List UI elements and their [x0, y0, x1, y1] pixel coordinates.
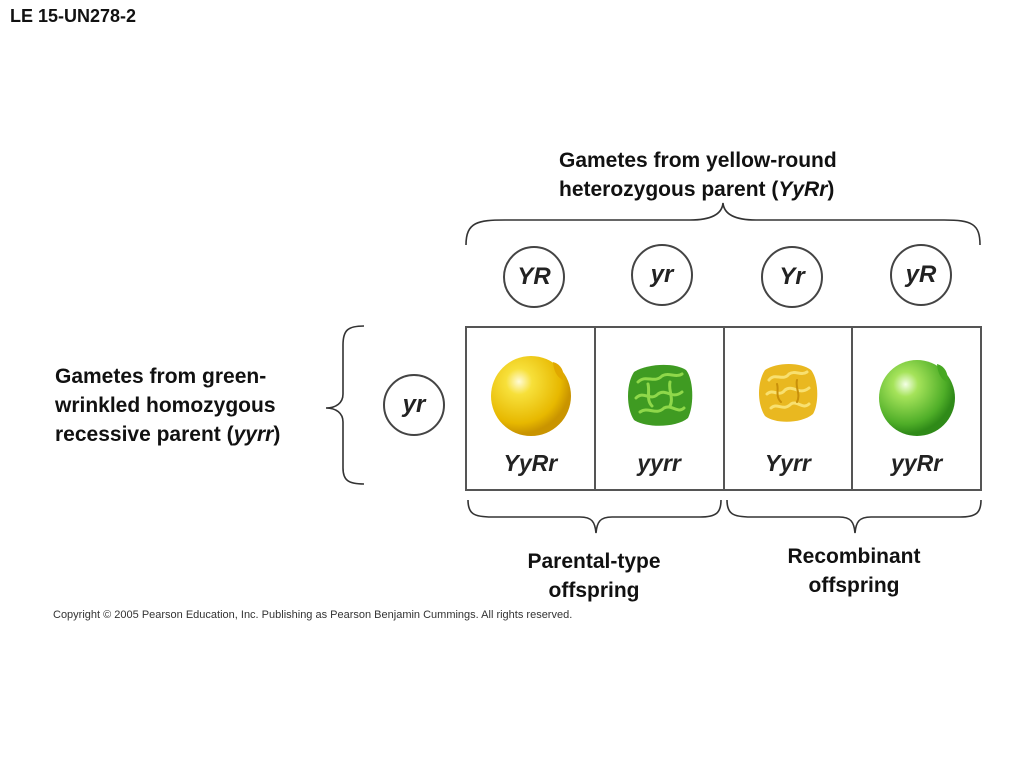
genotype-label: Yyrr	[764, 450, 811, 476]
gamete-YR: YR	[503, 246, 565, 308]
genotype-label: yyrr	[637, 450, 681, 476]
offspring-cell-yyrr: yyrr	[596, 328, 725, 489]
yellow-wrinkled-pea-icon	[758, 364, 817, 422]
top-heading-line1: Gametes from yellow-round	[559, 149, 837, 172]
punnett-square-row: YyRr yyrr Yyrr	[465, 326, 982, 491]
recombinant-label: Recombinant offspring	[787, 545, 921, 597]
left-heading-line3: recessive parent (yyrr)	[55, 423, 281, 446]
green-wrinkled-pea-icon	[627, 364, 693, 426]
gamete-yR: yR	[890, 244, 952, 306]
top-brace	[465, 202, 981, 246]
left-brace	[325, 325, 365, 485]
left-parent-heading: Gametes from green- wrinkled homozygous …	[55, 362, 280, 449]
offspring-cell-yyRr: yyRr	[853, 328, 980, 489]
parental-brace	[467, 499, 722, 534]
top-parent-heading: Gametes from yellow-round heterozygous p…	[559, 146, 837, 204]
recombinant-brace	[726, 499, 982, 534]
left-gamete-yr: yr	[383, 374, 445, 436]
gamete-yr: yr	[631, 244, 693, 306]
left-parent-genotype: yyrr	[233, 423, 274, 446]
gamete-Yr: Yr	[761, 246, 823, 308]
green-round-pea-icon	[879, 360, 956, 436]
parental-type-label: Parental-type offspring	[527, 550, 661, 602]
yellow-round-pea-icon	[491, 356, 571, 436]
copyright-notice: Copyright © 2005 Pearson Education, Inc.…	[53, 609, 573, 621]
offspring-cell-Yyrr: Yyrr	[725, 328, 854, 489]
left-heading-line2: wrinkled homozygous	[55, 394, 276, 417]
left-heading-line1: Gametes from green-	[55, 365, 267, 388]
genotype-label: YyRr	[503, 450, 558, 476]
top-parent-genotype: YyRr	[778, 178, 828, 201]
slide-label: LE 15-UN278-2	[10, 6, 137, 26]
genotype-label: yyRr	[891, 450, 943, 476]
offspring-cell-YyRr: YyRr	[467, 328, 596, 489]
top-heading-line2: heterozygous parent (YyRr)	[559, 178, 835, 201]
